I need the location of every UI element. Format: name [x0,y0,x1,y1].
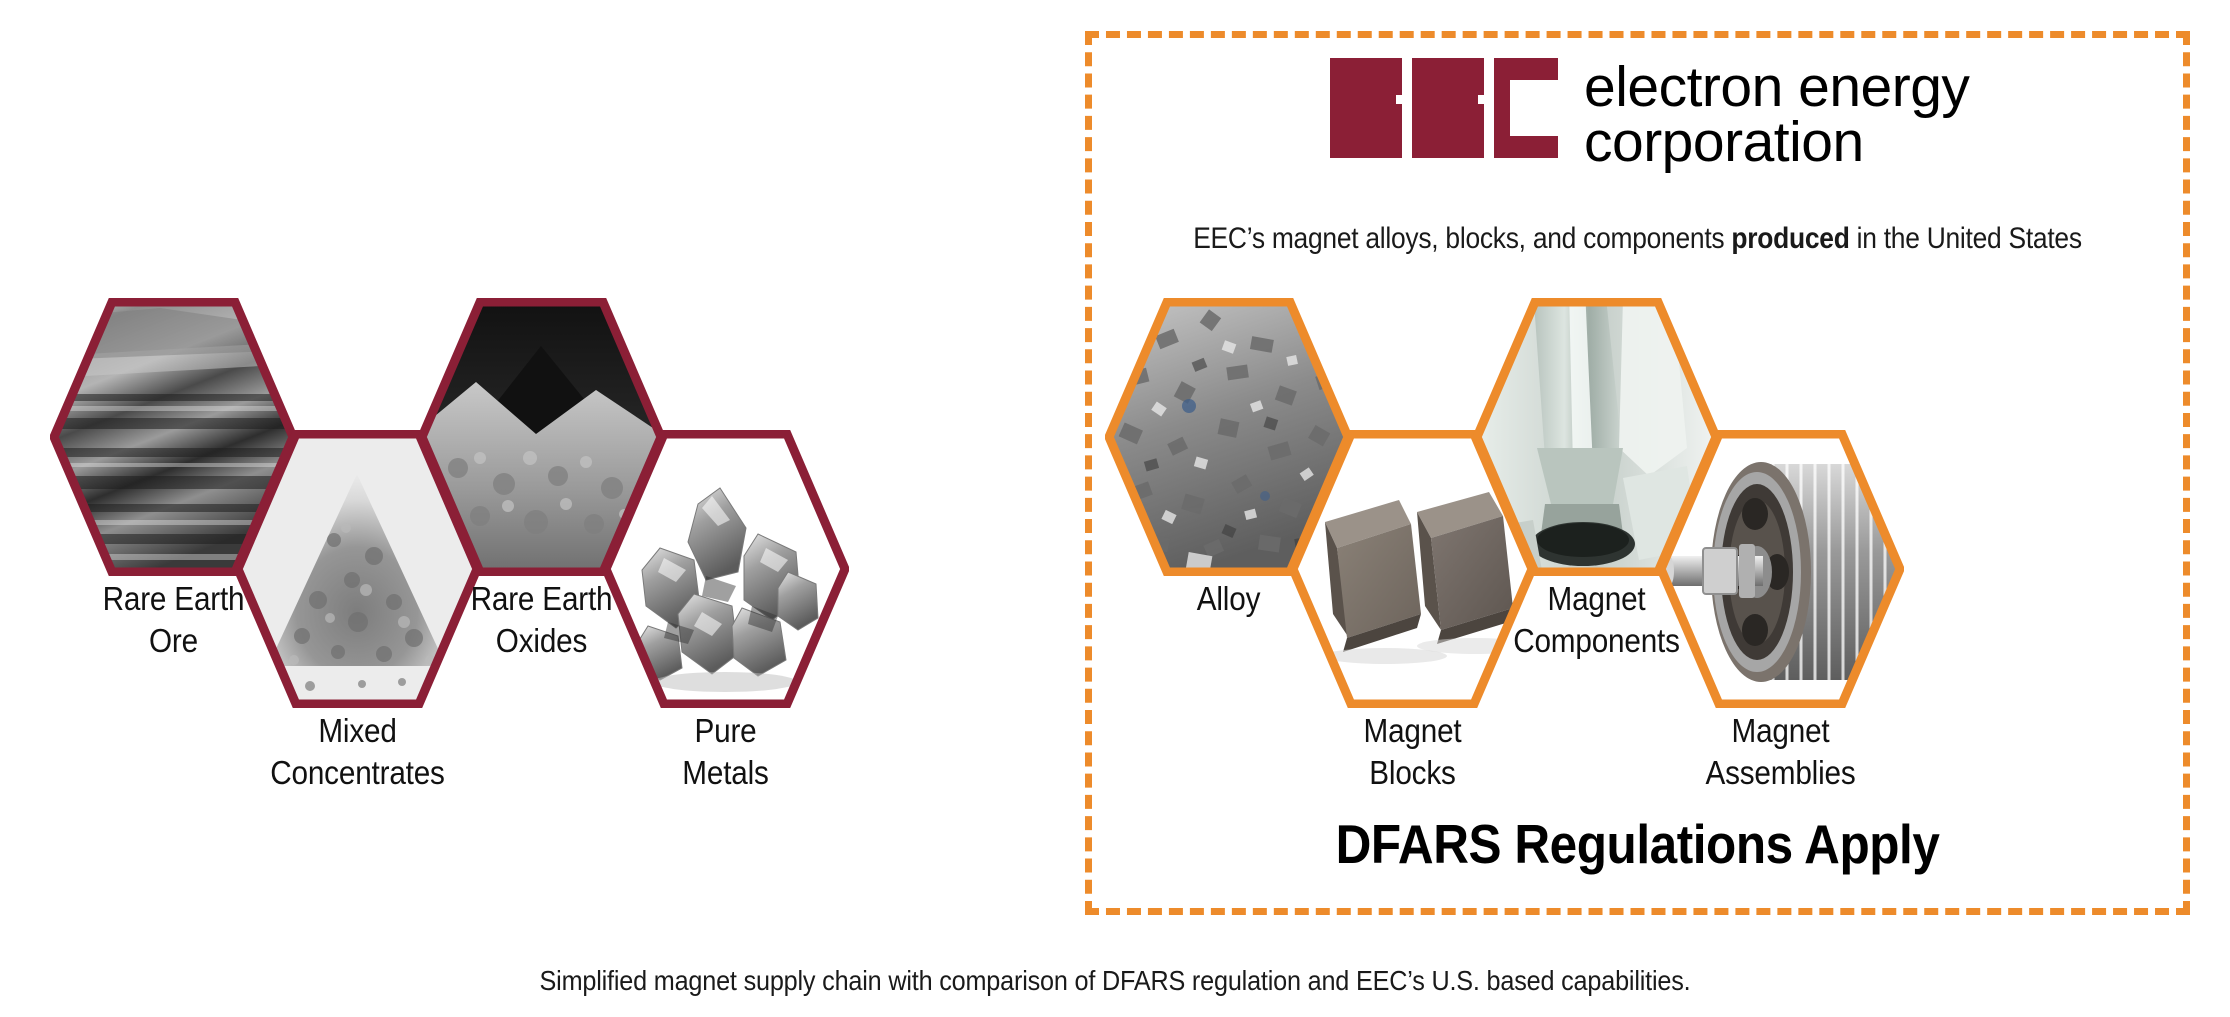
hexagon-label-rare-earth-oxides: Rare Earth Oxides [470,580,613,660]
logo-line-1: electron energy [1584,55,1970,119]
hexagon-label-magnet-assemblies: Magnet Assemblies [1705,712,1856,792]
figure-caption: Simplified magnet supply chain with comp… [539,965,1691,996]
eec-logo-wordmark: electron energy corporation [1584,55,1970,174]
hexagon-magnet-assemblies [1657,430,1904,708]
dfars-boundary-box [1085,31,2190,915]
hexagon-label-mixed-concentrates: Mixed Concentrates [270,712,445,792]
tagline-pre: EEC’s magnet alloys, blocks, and compone… [1193,222,1732,255]
hexagon-label-rare-earth-ore: Rare Earth Ore [102,580,245,660]
tagline-post: in the United States [1849,222,2082,255]
eec-tagline: EEC’s magnet alloys, blocks, and compone… [1151,222,2123,256]
hexagon-label-pure-metals: Pure Metals [682,712,769,792]
dfars-headline: DFARS Regulations Apply [1335,813,1940,875]
logo-line-2: corporation [1584,109,1864,174]
eec-logo-mark [1330,58,1558,158]
tagline-bold: produced [1731,222,1850,255]
hexagon-label-alloy: Alloy [1196,580,1261,617]
hexagon-label-magnet-blocks: Magnet Blocks [1363,712,1462,792]
hexagon-label-magnet-components: Magnet Components [1513,580,1680,660]
hexagon-mixed-concentrates [234,430,481,708]
eec-logo: electron energy corporation [1330,55,1970,174]
hexagon-rare-earth-oxides [418,298,665,576]
hexagon-pure-metals [602,430,849,708]
